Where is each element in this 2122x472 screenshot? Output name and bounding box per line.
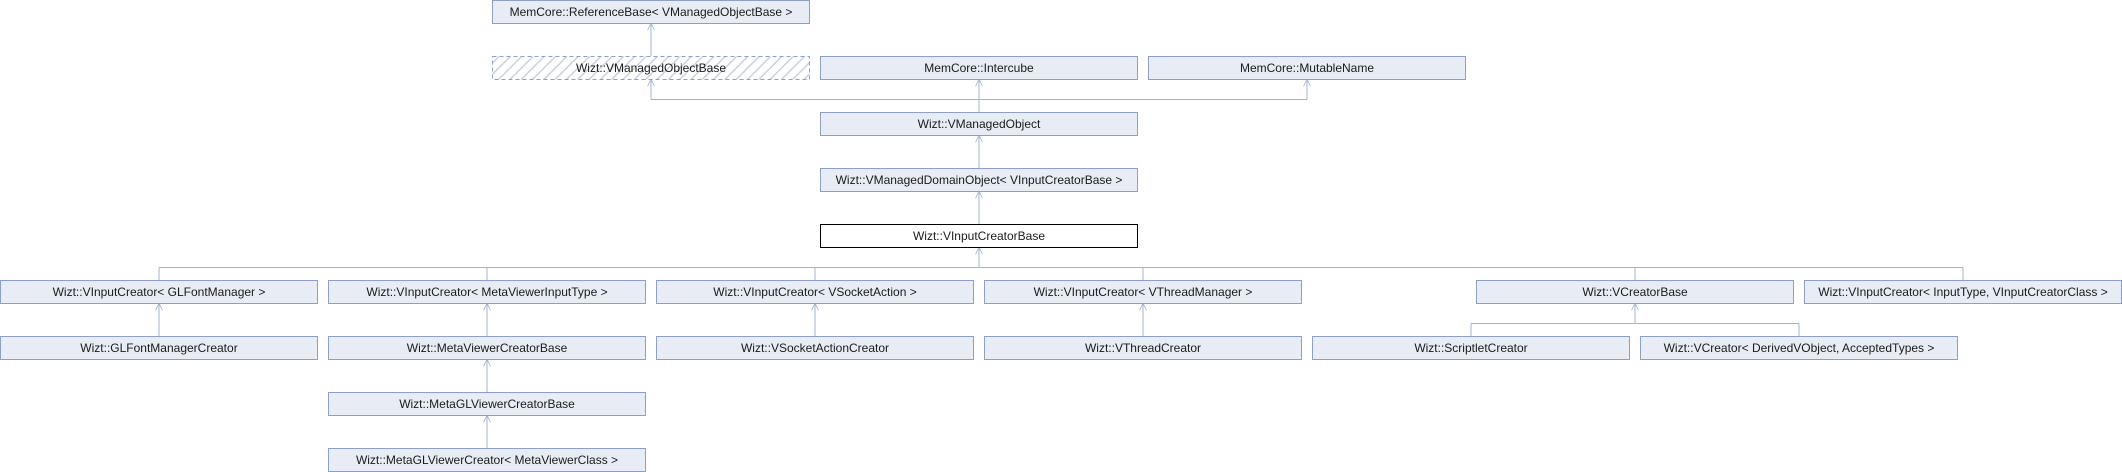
- class-node-box: [820, 112, 1138, 136]
- class-node-label: Wizt::MetaGLViewerCreatorBase: [399, 397, 575, 411]
- edge-group-mutname: [978, 80, 1307, 112]
- class-node-mglvc[interactable]: Wizt::MetaGLViewerCreator< MetaViewerCla…: [328, 448, 646, 472]
- class-node-box: [1476, 280, 1794, 304]
- class-node-label: Wizt::VThreadCreator: [1085, 341, 1201, 355]
- edge-group-vicb: [158, 248, 1964, 280]
- edge-group-vcb: [1470, 304, 1800, 336]
- class-node-box: [1640, 336, 1958, 360]
- class-node-vmdo[interactable]: Wizt::VManagedDomainObject< VInputCreato…: [820, 168, 1138, 192]
- class-node-label: Wizt::VInputCreator< GLFontManager >: [53, 285, 266, 299]
- edge-bus: [158, 267, 1964, 280]
- edge-bus: [978, 99, 1307, 112]
- class-node-label: Wizt::MetaViewerCreatorBase: [407, 341, 568, 355]
- class-node-label: Wizt::GLFontManagerCreator: [80, 341, 237, 355]
- class-node-vic_gl[interactable]: Wizt::VInputCreator< GLFontManager >: [0, 280, 318, 304]
- class-node-label: Wizt::VInputCreatorBase: [913, 229, 1045, 243]
- class-node-box: [984, 280, 1302, 304]
- class-node-intercube[interactable]: MemCore::Intercube: [820, 56, 1138, 80]
- class-node-label: Wizt::ScriptletCreator: [1414, 341, 1527, 355]
- class-node-label: Wizt::VInputCreator< VSocketAction >: [713, 285, 916, 299]
- class-node-label: Wizt::VCreatorBase: [1582, 285, 1688, 299]
- class-node-label: Wizt::VInputCreator< VThreadManager >: [1034, 285, 1253, 299]
- class-node-vic_sock[interactable]: Wizt::VInputCreator< VSocketAction >: [656, 280, 974, 304]
- class-node-box: [820, 56, 1138, 80]
- class-node-vtc[interactable]: Wizt::VThreadCreator: [984, 336, 1302, 360]
- class-node-label: MemCore::MutableName: [1240, 61, 1374, 75]
- class-node-vsac[interactable]: Wizt::VSocketActionCreator: [656, 336, 974, 360]
- class-node-label: Wizt::VManagedDomainObject< VInputCreato…: [836, 173, 1123, 187]
- class-node-label: Wizt::VCreator< DerivedVObject, Accepted…: [1664, 341, 1935, 355]
- class-node-mvcb[interactable]: Wizt::MetaViewerCreatorBase: [328, 336, 646, 360]
- class-node-label: Wizt::VInputCreator< InputType, VInputCr…: [1818, 285, 2107, 299]
- class-node-box: [492, 0, 810, 24]
- class-node-label: Wizt::VManagedObjectBase: [576, 61, 726, 75]
- class-node-box: [492, 56, 810, 80]
- class-node-box: [1148, 56, 1466, 80]
- class-node-box: [0, 280, 318, 304]
- class-node-box: [656, 336, 974, 360]
- class-node-mutname[interactable]: MemCore::MutableName: [1148, 56, 1466, 80]
- class-node-box: [0, 336, 318, 360]
- class-node-label: MemCore::Intercube: [924, 61, 1034, 75]
- class-node-label: Wizt::VSocketActionCreator: [741, 341, 889, 355]
- class-node-vcb[interactable]: Wizt::VCreatorBase: [1476, 280, 1794, 304]
- class-node-vmo[interactable]: Wizt::VManagedObject: [820, 112, 1138, 136]
- class-node-vic_thr[interactable]: Wizt::VInputCreator< VThreadManager >: [984, 280, 1302, 304]
- class-node-vcr[interactable]: Wizt::VCreator< DerivedVObject, Accepted…: [1640, 336, 1958, 360]
- class-node-vic_meta[interactable]: Wizt::VInputCreator< MetaViewerInputType…: [328, 280, 646, 304]
- class-node-box: [656, 280, 974, 304]
- class-node-box: [328, 336, 646, 360]
- edge-bus: [1470, 323, 1800, 336]
- class-node-box: [820, 168, 1138, 192]
- class-node-label: MemCore::ReferenceBase< VManagedObjectBa…: [510, 5, 793, 19]
- class-node-box: [820, 224, 1138, 248]
- class-node-vmob[interactable]: Wizt::VManagedObjectBase: [492, 56, 810, 80]
- class-node-sc[interactable]: Wizt::ScriptletCreator: [1312, 336, 1630, 360]
- class-node-vic_inp[interactable]: Wizt::VInputCreator< InputType, VInputCr…: [1804, 280, 2122, 304]
- class-node-glfmc[interactable]: Wizt::GLFontManagerCreator: [0, 336, 318, 360]
- class-node-label: Wizt::VInputCreator< MetaViewerInputType…: [366, 285, 607, 299]
- class-node-box: [328, 280, 646, 304]
- class-node-refbase[interactable]: MemCore::ReferenceBase< VManagedObjectBa…: [492, 0, 810, 24]
- edge-group-vmob: [651, 80, 980, 112]
- edge-bus: [651, 99, 980, 112]
- class-node-vicb[interactable]: Wizt::VInputCreatorBase: [820, 224, 1138, 248]
- class-node-mglvcb[interactable]: Wizt::MetaGLViewerCreatorBase: [328, 392, 646, 416]
- inheritance-edges: [158, 24, 1964, 448]
- class-node-label: Wizt::MetaGLViewerCreator< MetaViewerCla…: [356, 453, 618, 467]
- class-node-box: [1312, 336, 1630, 360]
- class-node-box: [984, 336, 1302, 360]
- class-node-label: Wizt::VManagedObject: [918, 117, 1041, 131]
- class-node-box: [328, 392, 646, 416]
